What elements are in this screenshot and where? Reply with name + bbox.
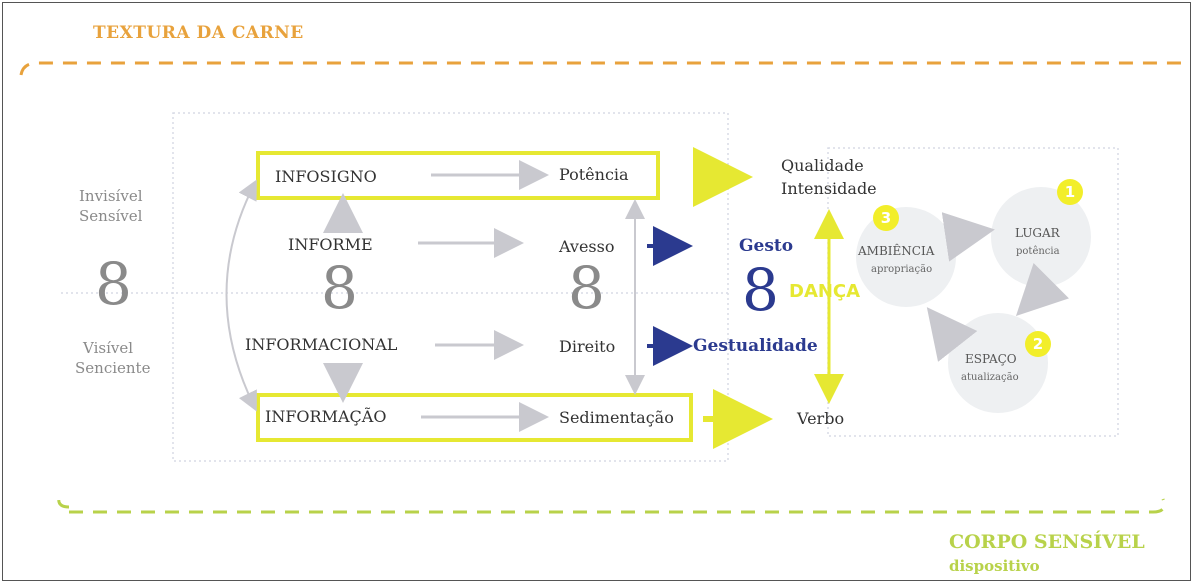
- lugar-label: LUGAR: [1015, 226, 1060, 240]
- gestualidade-label: Gestualidade: [693, 336, 818, 356]
- mid-eight-symbol: 8: [568, 254, 605, 322]
- invisivel-label: Invisível: [79, 187, 143, 205]
- bottom-dashed-line: [57, 496, 1166, 514]
- espaco-number-badge: 2: [1025, 331, 1051, 357]
- informacional-label: INFORMACIONAL: [245, 335, 398, 354]
- direito-label: Direito: [559, 337, 616, 356]
- main-dotted-box: [172, 112, 729, 462]
- arrow-ambiencia-lugar: [941, 212, 995, 262]
- bottom-subtitle: dispositivo: [949, 557, 1040, 575]
- espaco-label: ESPAÇO: [965, 352, 1017, 366]
- espaco-sub-label: atualização: [961, 372, 1019, 383]
- top-title: TEXTURA DA CARNE: [93, 23, 304, 43]
- sensivel-label: Sensível: [79, 207, 143, 225]
- senciente-label: Senciente: [75, 359, 151, 377]
- ambiencia-circle: [856, 207, 956, 307]
- informe-label: INFORME: [288, 235, 373, 254]
- lugar-number-badge: 1: [1057, 179, 1083, 205]
- sedimentacao-label: Sedimentação: [559, 408, 674, 427]
- informacao-box: [256, 393, 693, 442]
- infosigno-label: INFOSIGNO: [275, 167, 377, 186]
- danca-label: DANÇA: [789, 281, 861, 302]
- gesto-label: Gesto: [739, 236, 794, 256]
- qualidade-label: Qualidade: [781, 156, 864, 175]
- left-eight-symbol: 8: [95, 250, 132, 318]
- ambiencia-number-badge: 3: [873, 205, 899, 231]
- verbo-label: Verbo: [797, 409, 845, 428]
- center-eight-symbol: 8: [321, 254, 358, 322]
- avesso-label: Avesso: [559, 237, 615, 256]
- left-curved-arrow: [225, 179, 257, 412]
- bottom-title: CORPO SENSÍVEL: [949, 531, 1145, 553]
- lugar-circle: [991, 187, 1091, 287]
- ambiencia-sub-label: apropriação: [871, 264, 933, 275]
- potencia-label: Potência: [559, 165, 629, 184]
- arrow-lugar-espaco: [1015, 263, 1069, 317]
- arrow-espaco-ambiencia: [926, 307, 978, 362]
- intensidade-label: Intensidade: [781, 179, 877, 198]
- dance-eight-symbol: 8: [742, 256, 779, 324]
- infosigno-box: [256, 151, 660, 200]
- lugar-sub-label: potência: [1016, 246, 1060, 257]
- informacao-label: INFORMAÇÃO: [265, 407, 387, 426]
- visivel-label: Visível: [83, 339, 134, 357]
- diagram-canvas: [19, 61, 1188, 514]
- ambiencia-label: AMBIÊNCIA: [858, 244, 935, 258]
- top-dashed-line: [19, 61, 1188, 76]
